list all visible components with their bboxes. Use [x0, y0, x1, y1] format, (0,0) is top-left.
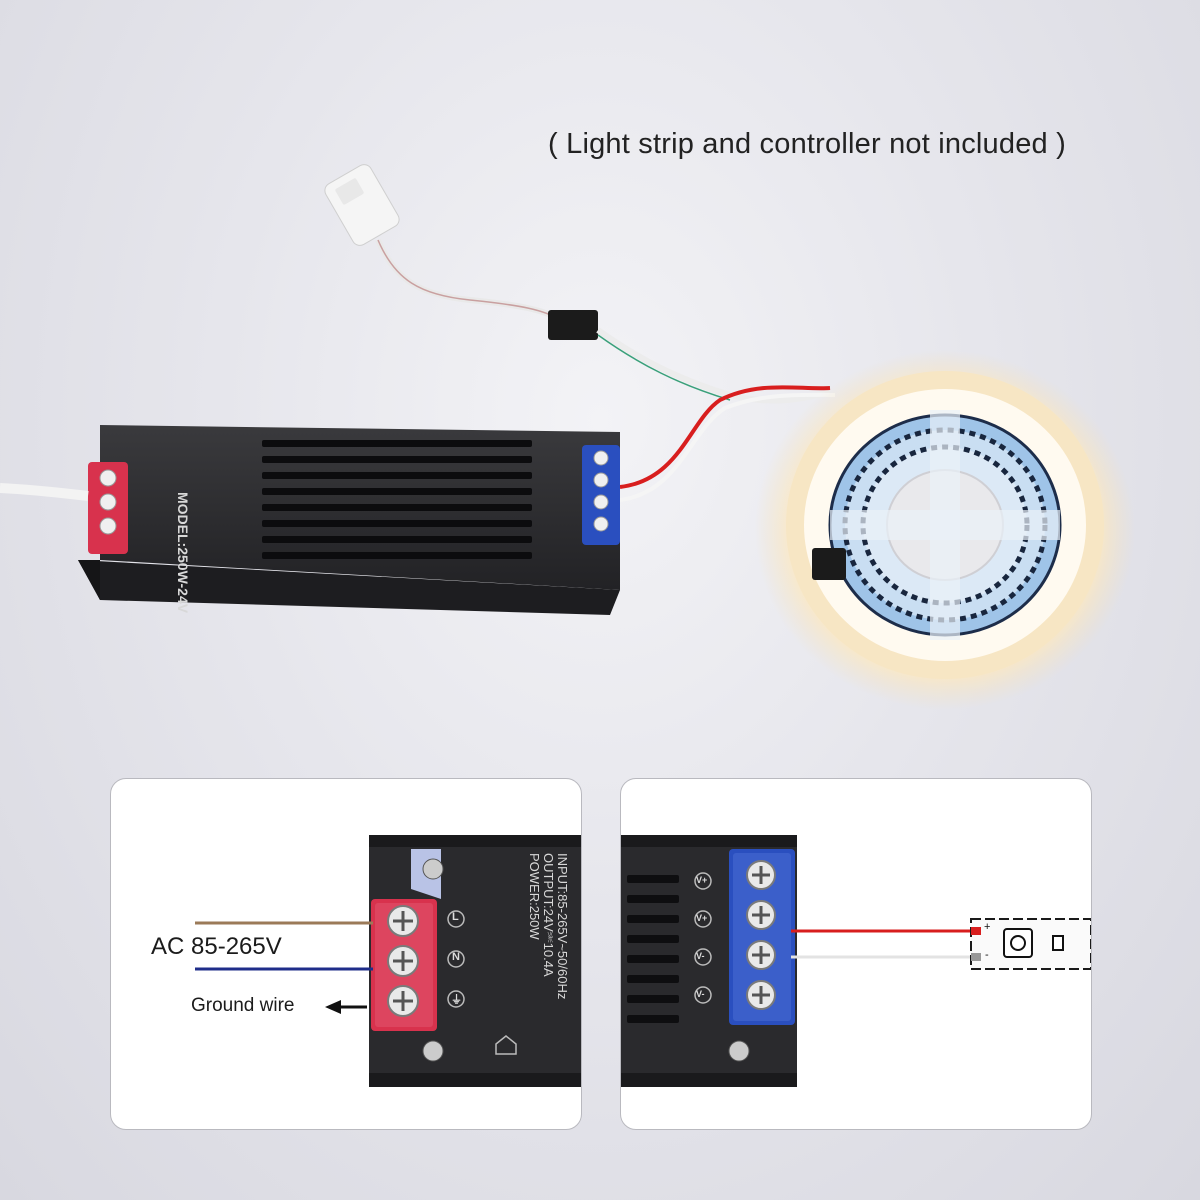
red-wire [619, 385, 831, 489]
terminal-label-v3: V- [696, 951, 705, 961]
white-wire [619, 392, 836, 502]
ps-power-print: POWER:250W [527, 853, 542, 940]
ac-voltage-label: AC 85-265V [151, 933, 282, 960]
dc-output-wiring-panel: V+ V+ V- V- + - [620, 778, 1092, 1130]
controller-cable [375, 238, 562, 323]
ps-output-print: OUTPUT:24V⎃10.4A [541, 853, 556, 977]
power-supply-photo [0, 425, 620, 615]
terminal-label-v4: V- [696, 989, 705, 999]
ps-model-print: MODEL:250W-24V [175, 492, 191, 614]
ps-input-print: INPUT:85-265V~50/60Hz [555, 853, 570, 1000]
led-strip-reel [755, 350, 1135, 710]
strip-plus-label: + [984, 921, 991, 933]
led-strip-segment [970, 918, 1091, 970]
ac-input-diagram [195, 835, 581, 1087]
controller-icon [324, 164, 400, 246]
not-included-note: ( Light strip and controller not include… [548, 128, 1066, 160]
strip-minus-label: - [985, 949, 989, 961]
arrow-left-icon [325, 1000, 367, 1014]
ac-input-wiring-panel: L N ⏚ INPUT:85-265V~50/60Hz OUTPUT:24V⎃1… [110, 778, 582, 1130]
output-terminal-block [729, 849, 795, 1025]
terminal-label-ground: ⏚ [451, 994, 462, 1006]
connector-icon [548, 310, 598, 340]
terminal-label-l: L [452, 911, 459, 923]
terminal-screw-icon [746, 860, 776, 1010]
terminal-label-v1: V+ [696, 875, 708, 885]
terminal-screw-icon [387, 905, 419, 1017]
ground-wire-label: Ground wire [191, 995, 295, 1016]
terminal-label-v2: V+ [696, 913, 708, 923]
dc-output-diagram [621, 835, 1091, 1087]
terminal-label-n: N [452, 951, 460, 963]
product-photo [0, 164, 1135, 710]
